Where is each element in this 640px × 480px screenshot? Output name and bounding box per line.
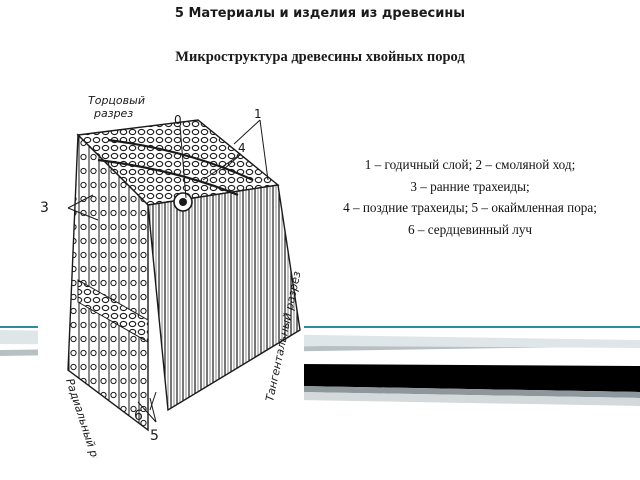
figure-number-3: 3 bbox=[40, 200, 49, 216]
wood-microstructure-figure: Торцовый разрез 0 1 4 3 6 5 Радиальный р… bbox=[38, 80, 304, 458]
slide-header: 5 Материалы и изделия из древесины bbox=[174, 6, 466, 21]
tangential-section-face bbox=[147, 184, 301, 412]
figure-number-0: 0 bbox=[174, 113, 182, 127]
figure-number-4: 4 bbox=[238, 141, 246, 155]
end-section-label: Торцовый bbox=[88, 94, 145, 107]
wood-block-drawing: Торцовый разрез 0 1 4 3 6 5 Радиальный р… bbox=[40, 94, 304, 458]
end-section-label-2: разрез bbox=[93, 107, 133, 120]
legend-line: 6 – сердцевинный луч bbox=[407, 221, 533, 237]
legend-line: 4 – поздние трахеиды; 5 – окаймленная по… bbox=[343, 200, 597, 215]
figure-number-6: 6 bbox=[134, 408, 143, 424]
light-gray-band bbox=[300, 392, 640, 406]
slide-title: Микроструктура древесины хвойных пород bbox=[175, 49, 465, 65]
growth-ring-line bbox=[97, 158, 239, 197]
legend-line: 1 – годичный слой; 2 – смоляной ход; bbox=[364, 157, 576, 172]
gray-band bbox=[300, 386, 640, 398]
figure-number-1: 1 bbox=[254, 107, 262, 121]
growth-ring-line bbox=[107, 138, 254, 181]
black-band bbox=[300, 364, 640, 392]
radial-section-face bbox=[67, 133, 149, 432]
figure-legend: 1 – годичный слой; 2 – смоляной ход; 3 –… bbox=[300, 154, 640, 240]
legend-line: 3 – ранние трахеиды; bbox=[410, 178, 530, 194]
medullary-ray bbox=[77, 279, 149, 343]
figure-number-5: 5 bbox=[150, 428, 159, 444]
